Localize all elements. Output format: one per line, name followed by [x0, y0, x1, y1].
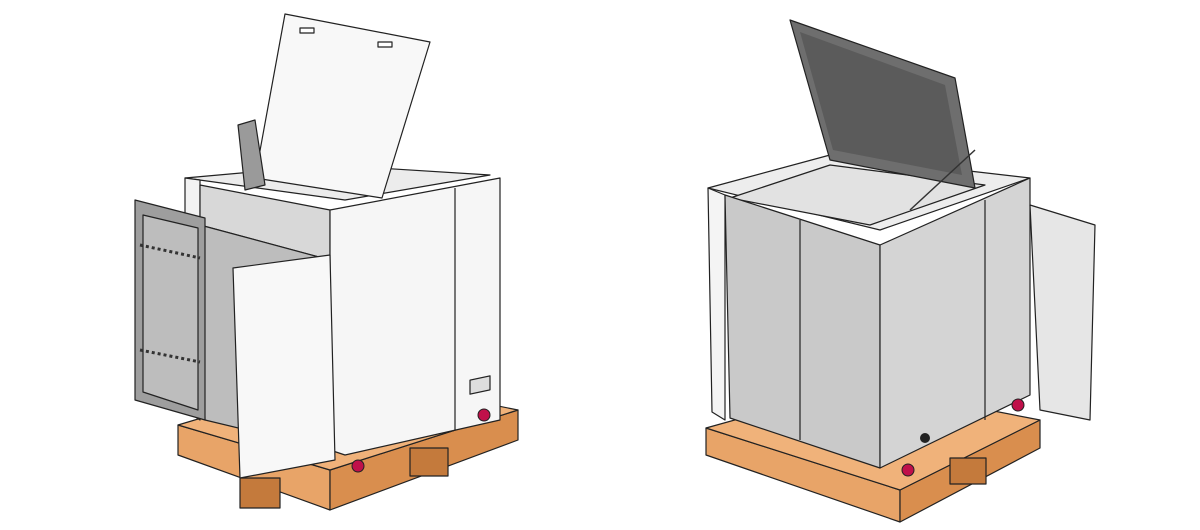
cabinet-left-view [134, 13, 519, 511]
caster-icon [477, 408, 491, 422]
gas-strut [909, 149, 976, 211]
caster-icon [1011, 398, 1025, 412]
front-door-open [232, 254, 336, 479]
caster-icon [901, 463, 915, 477]
open-lid-left [254, 13, 431, 199]
cabinet-side-panel-right [879, 177, 1031, 469]
caster-icon [351, 459, 365, 473]
cabinet-right-view [705, 19, 1096, 523]
cabinet-side-panel [329, 177, 501, 456]
hinge-bracket [237, 119, 266, 191]
connector-icon [920, 433, 930, 443]
nameplate [469, 375, 491, 395]
side-door-right [1029, 204, 1096, 421]
perforated-top [729, 164, 986, 226]
